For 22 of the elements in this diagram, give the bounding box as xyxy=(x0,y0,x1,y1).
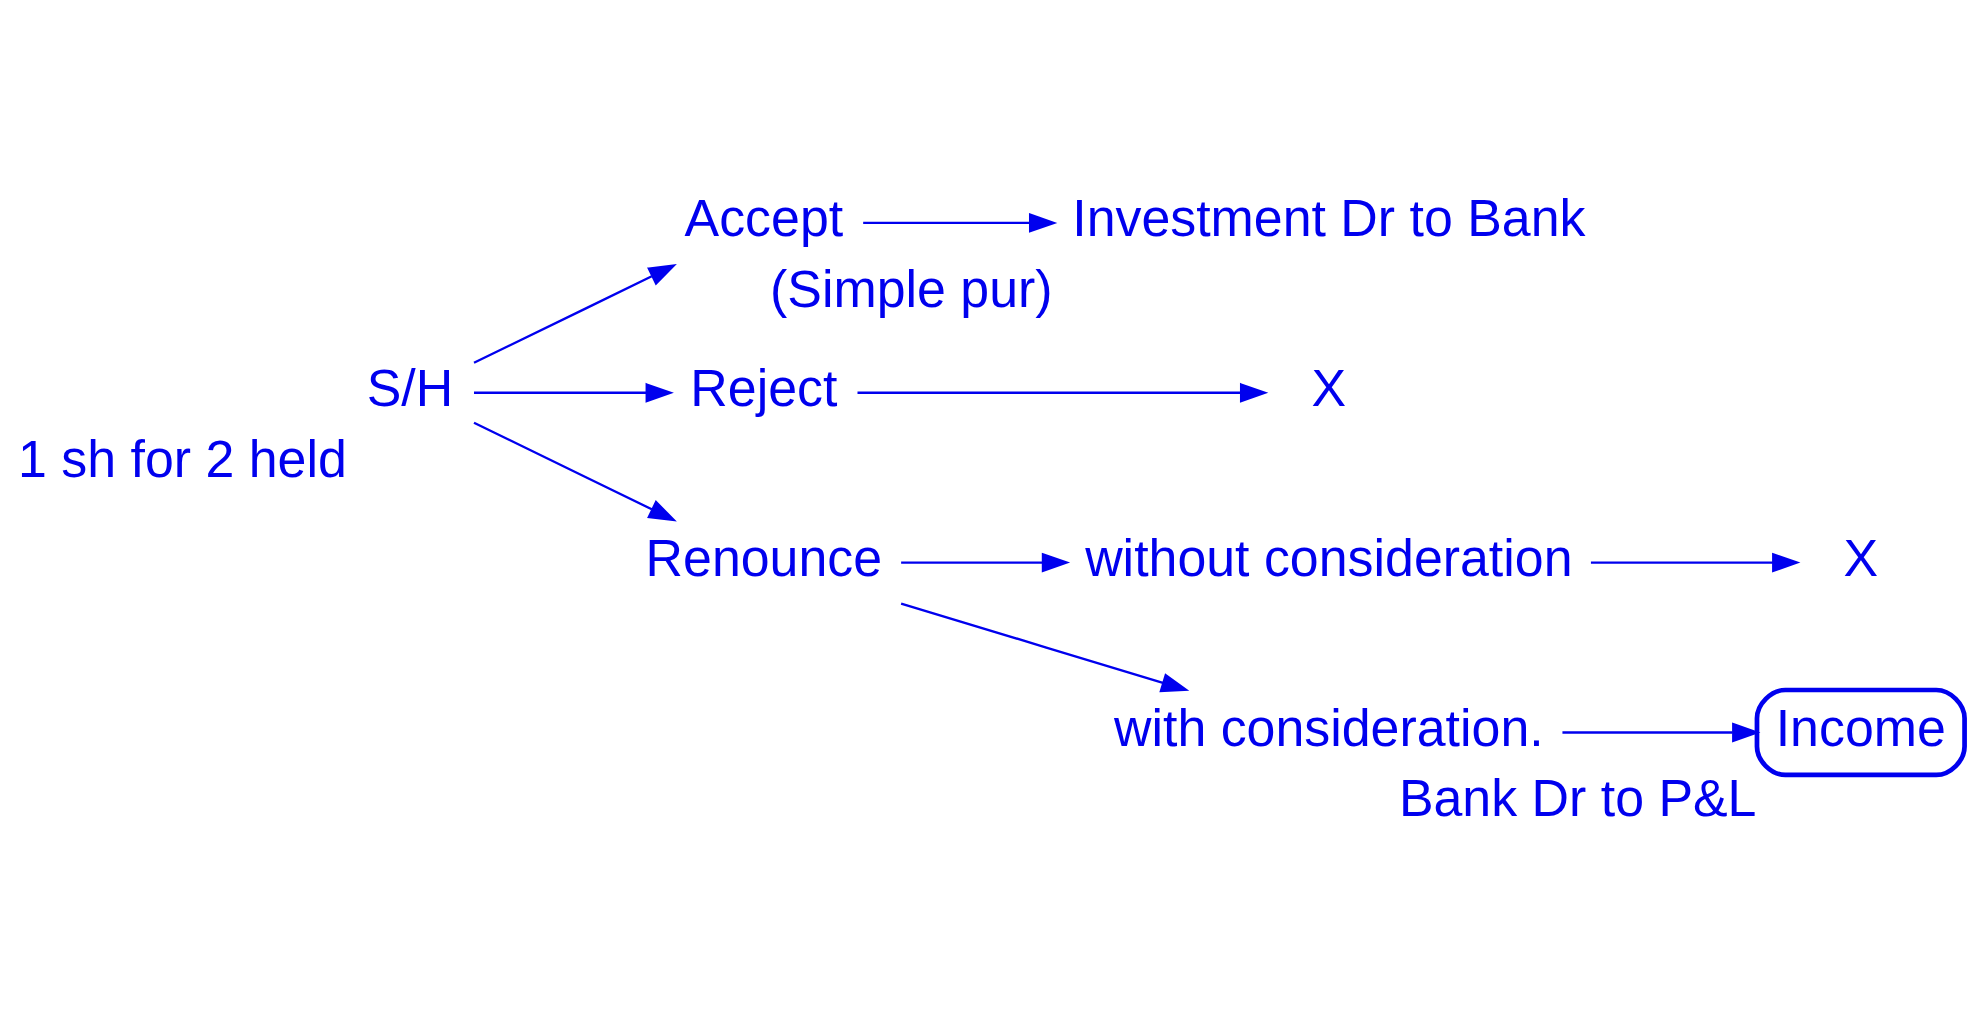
arrow xyxy=(473,382,674,403)
node-text: X xyxy=(1842,528,1878,587)
node-box: Income xyxy=(1754,687,1967,777)
node-text: Renounce xyxy=(645,528,882,587)
arrow xyxy=(862,212,1057,233)
node-text: without consideration xyxy=(1084,528,1572,587)
arrow xyxy=(1561,722,1760,742)
arrow xyxy=(472,421,677,521)
node-text: Reject xyxy=(689,358,837,417)
arrow xyxy=(900,552,1070,573)
node-text: S/H xyxy=(366,358,453,417)
node-text: Investment Dr to Bank xyxy=(1071,188,1585,247)
node-text: X xyxy=(1311,358,1346,417)
node-text: Accept xyxy=(684,188,843,247)
arrow xyxy=(900,601,1189,692)
arrow xyxy=(1590,552,1800,573)
node-label: (Simple pur) xyxy=(769,259,1053,318)
node-label: 1 sh for 2 held xyxy=(17,429,347,488)
arrow xyxy=(857,382,1268,403)
node-label: Bank Dr to P&L xyxy=(1398,768,1756,827)
node-text: with consideration. xyxy=(1113,698,1544,757)
arrow xyxy=(472,263,677,364)
